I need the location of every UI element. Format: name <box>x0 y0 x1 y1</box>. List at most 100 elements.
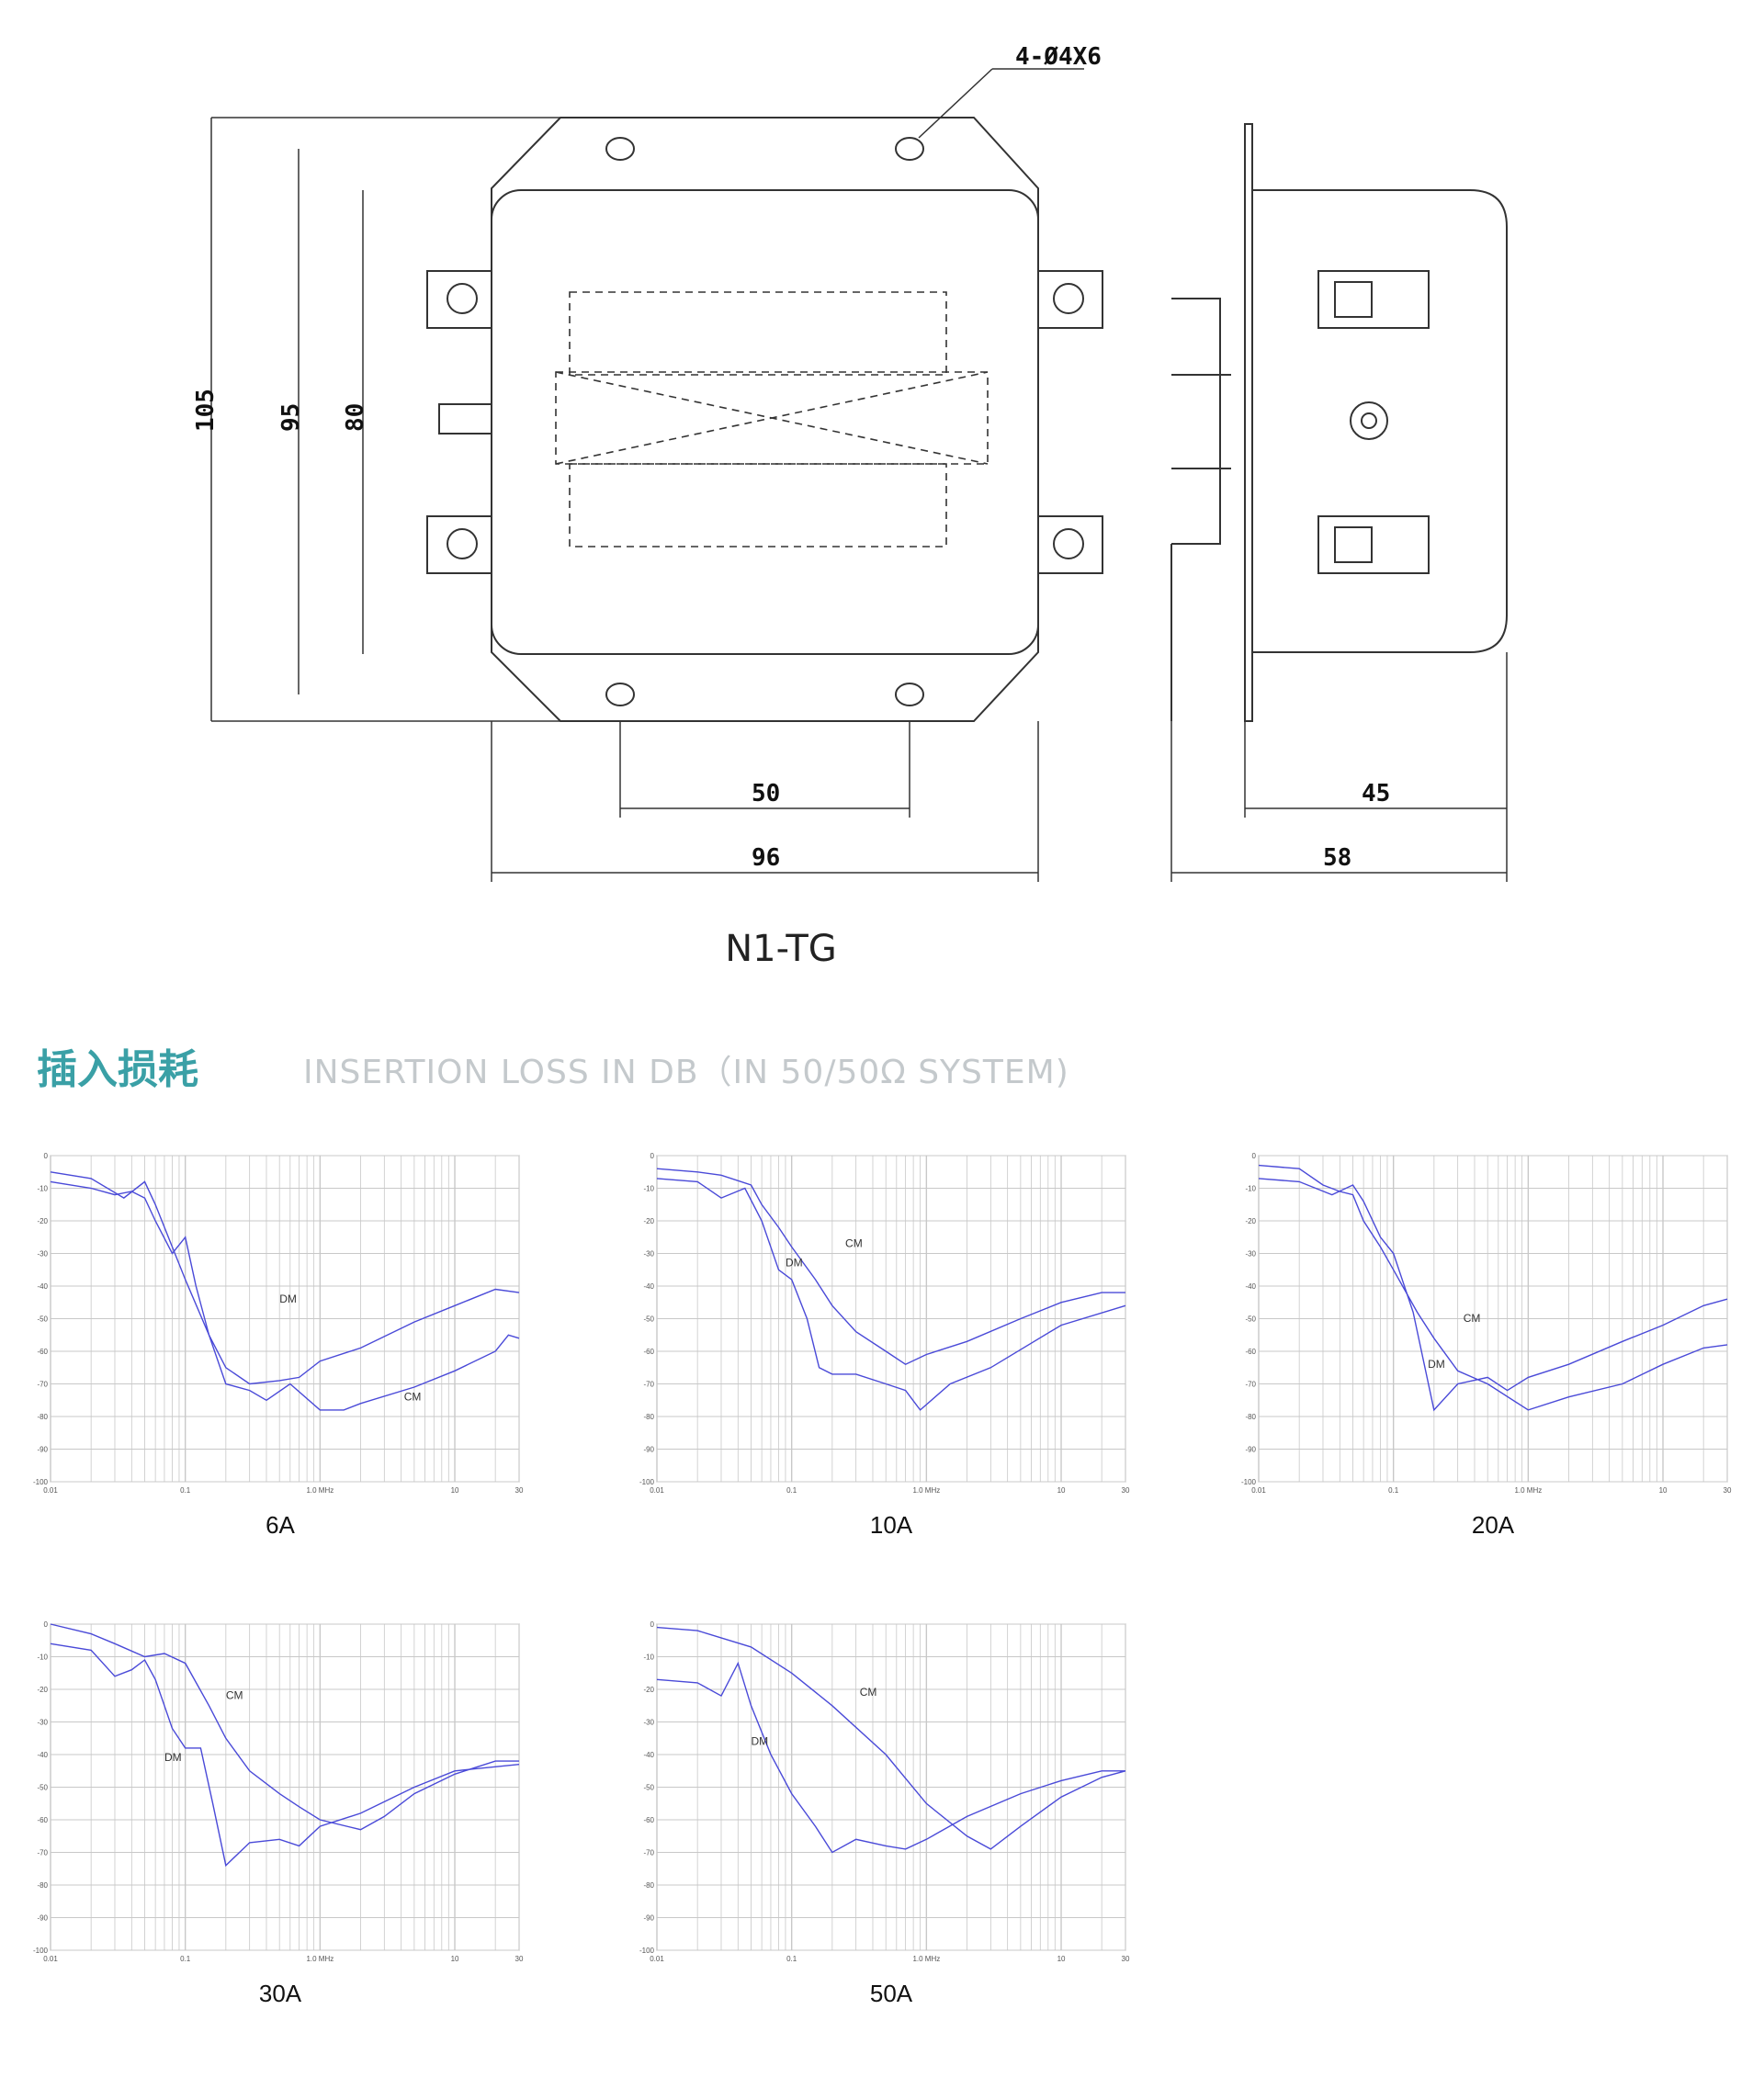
y-tick-label: -30 <box>37 1719 48 1727</box>
y-tick-label: -70 <box>643 1381 654 1389</box>
y-tick-label: -100 <box>639 1947 655 1955</box>
y-tick-label: -60 <box>37 1816 48 1824</box>
series-line-cm <box>50 1623 519 1831</box>
model-label: N1-TG <box>725 928 837 970</box>
y-tick-label: -20 <box>37 1217 48 1225</box>
y-tick-label: -90 <box>643 1446 654 1454</box>
x-tick-label: 10 <box>1057 1486 1066 1495</box>
x-tick-label: 1.0 MHz <box>306 1955 334 1963</box>
y-tick-label: 0 <box>650 1152 655 1160</box>
x-tick-label: 30 <box>1122 1955 1130 1963</box>
y-tick-label: -70 <box>643 1849 654 1857</box>
series-label: DM <box>279 1292 297 1305</box>
series-label: CM <box>860 1686 877 1699</box>
y-tick-label: -100 <box>33 1478 49 1486</box>
x-tick-label: 30 <box>1724 1486 1732 1495</box>
filter-body <box>491 189 1039 655</box>
x-tick-label: 0.01 <box>1251 1486 1266 1495</box>
caption-50a: 50A <box>869 1980 913 2007</box>
x-tick-label: 30 <box>1122 1486 1130 1495</box>
y-tick-label: -80 <box>37 1413 48 1421</box>
x-tick-label: 0.01 <box>650 1486 664 1495</box>
mounting-plate <box>491 117 1039 722</box>
x-tick-label: 10 <box>1659 1486 1668 1495</box>
x-tick-label: 10 <box>451 1486 459 1495</box>
dim-50: 50 <box>752 780 780 807</box>
y-tick-label: -80 <box>643 1413 654 1421</box>
y-tick-label: -60 <box>37 1348 48 1356</box>
x-tick-label: 1.0 MHz <box>912 1486 940 1495</box>
y-tick-label: -60 <box>1245 1348 1256 1356</box>
series-line-cm <box>1258 1164 1728 1411</box>
y-tick-label: -20 <box>643 1686 654 1694</box>
y-tick-label: -40 <box>1245 1282 1256 1291</box>
y-tick-label: -10 <box>37 1654 48 1662</box>
x-tick-label: 30 <box>515 1955 524 1963</box>
y-tick-label: -70 <box>37 1849 48 1857</box>
y-tick-label: -90 <box>643 1914 654 1923</box>
y-tick-label: -30 <box>1245 1250 1256 1259</box>
y-tick-label: 0 <box>44 1152 49 1160</box>
y-tick-label: -10 <box>643 1654 654 1662</box>
series-label: DM <box>786 1257 803 1270</box>
series-line-cm <box>656 1168 1125 1366</box>
y-tick-label: -50 <box>37 1315 48 1324</box>
y-tick-label: -30 <box>643 1250 654 1259</box>
y-tick-label: -80 <box>37 1881 48 1890</box>
caption-10a: 10A <box>869 1511 913 1539</box>
x-tick-label: 0.1 <box>180 1486 191 1495</box>
y-tick-label: -40 <box>643 1282 654 1291</box>
y-tick-label: 0 <box>1252 1152 1257 1160</box>
y-tick-label: -40 <box>37 1282 48 1291</box>
caption-20a: 20A <box>1471 1511 1515 1539</box>
y-tick-label: -50 <box>1245 1315 1256 1324</box>
x-tick-label: 1.0 MHz <box>306 1486 334 1495</box>
y-tick-label: -60 <box>643 1348 654 1356</box>
y-tick-label: -60 <box>643 1816 654 1824</box>
y-tick-label: -10 <box>37 1185 48 1193</box>
x-tick-label: 1.0 MHz <box>912 1955 940 1963</box>
series-label: DM <box>752 1734 769 1747</box>
series-label: CM <box>404 1390 422 1403</box>
series-line-dm <box>656 1661 1125 1854</box>
series-label: CM <box>845 1236 863 1249</box>
section-title: 插入损耗 <box>37 1046 198 1093</box>
y-tick-label: -10 <box>643 1185 654 1193</box>
series-label: DM <box>164 1751 182 1764</box>
y-tick-label: -90 <box>37 1914 48 1923</box>
dim-58: 58 <box>1323 844 1351 872</box>
series-line-cm <box>656 1626 1126 1850</box>
x-tick-label: 30 <box>515 1486 524 1495</box>
y-tick-label: -10 <box>1245 1185 1256 1193</box>
y-tick-label: -80 <box>1245 1413 1256 1421</box>
y-tick-label: -70 <box>37 1381 48 1389</box>
x-tick-label: 0.1 <box>786 1486 797 1495</box>
y-tick-label: -90 <box>1245 1446 1256 1454</box>
caption-30a: 30A <box>258 1980 302 2007</box>
y-tick-label: -30 <box>37 1250 48 1259</box>
y-tick-label: -80 <box>643 1881 654 1890</box>
y-tick-label: -70 <box>1245 1381 1256 1389</box>
y-tick-label: -20 <box>1245 1217 1256 1225</box>
y-tick-label: 0 <box>44 1620 49 1629</box>
y-tick-label: -50 <box>643 1315 654 1324</box>
dim-95: 95 <box>277 403 305 432</box>
x-tick-label: 0.01 <box>43 1955 58 1963</box>
x-tick-label: 0.01 <box>650 1955 664 1963</box>
y-tick-label: -100 <box>639 1478 655 1486</box>
y-tick-label: -90 <box>37 1446 48 1454</box>
x-tick-label: 0.1 <box>786 1955 797 1963</box>
series-label: CM <box>226 1689 243 1702</box>
mechanical-drawing: 4-Ø4X6 105 95 80 50 96 45 58 <box>192 43 1508 882</box>
y-tick-label: -20 <box>37 1686 48 1694</box>
y-tick-label: -100 <box>33 1947 49 1955</box>
